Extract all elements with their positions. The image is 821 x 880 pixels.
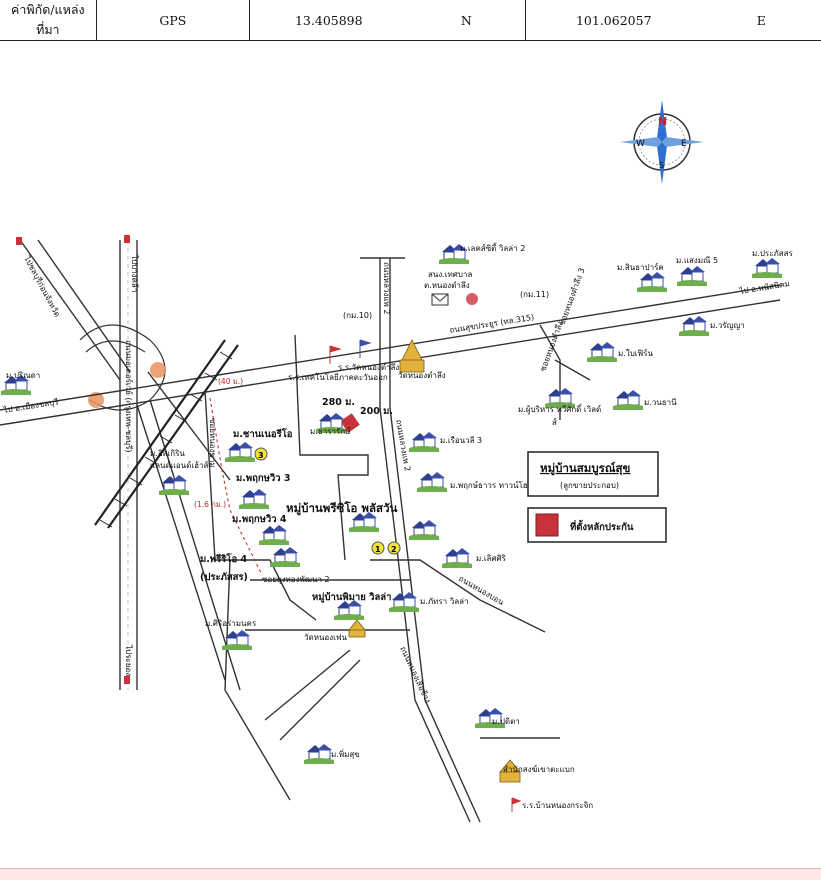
compass-rose-icon: N S E W xyxy=(620,100,704,184)
footer-band xyxy=(0,868,821,880)
label-phuphat-villa: หมู่บ้านพิมาย วิลล่า xyxy=(312,591,391,604)
label-wat-fai: วัดหนองเฟน xyxy=(304,633,348,642)
legend-subtitle: (ลูกขายประกอบ) xyxy=(560,481,619,491)
label-office2: ต.หนองตำลึง xyxy=(424,281,470,290)
arrow-south-icon xyxy=(124,676,130,684)
label-motorway-road: ถนนมอเตอร์เวย์ (กรุงเทพ-ชลบุรี) xyxy=(124,340,134,453)
interchange-node-icon xyxy=(150,362,166,378)
label-prasatsorn: (ประภัสสร) xyxy=(200,571,248,583)
label-prio4: ม.พรีริโอ 4 xyxy=(200,553,247,565)
label-wanthani: ม.วนธานี xyxy=(644,398,677,407)
label-wat-nong: วัดหนองตำลึง xyxy=(398,371,446,380)
compass-south: S xyxy=(659,161,664,170)
label-varin3: ม.เรือนวลี 3 xyxy=(440,436,482,445)
label-distance-1-6km: (1.6 กม.) xyxy=(194,500,226,509)
label-lake-villa: ม.เลคส์ซิตี้ วิลล่า 2 xyxy=(460,242,525,253)
location-map: N S E W ไปบางคล้า ไปชลบุรีก่อนจังหวัด ถน… xyxy=(0,26,821,868)
temple-icon xyxy=(349,620,365,637)
label-main-road: ถนนสุขประยูร (ทล.315) xyxy=(449,313,535,336)
compass-west: W xyxy=(636,139,645,149)
marker-number-1: 1 xyxy=(375,545,381,554)
marker-number-2: 2 xyxy=(391,545,397,554)
map-legend: หมู่บ้านสมบูรณ์สุข (ลูกขายประกอบ) ที่ตั้… xyxy=(528,452,666,542)
label-office-south: สำนักสงฆ์เขาตะแบก xyxy=(503,764,575,774)
label-main-village: หมู่บ้านพรีซิโอ พลัสวัน xyxy=(286,500,398,516)
label-isyakrin: ม.อิสเกิริน xyxy=(150,449,185,458)
label-road-south: ถนนหนองเสือช้าง xyxy=(398,645,432,705)
label-phumsuk: ม.พิ่มสุข xyxy=(331,748,360,759)
label-phakwiw3: ม.พฤกษวิว 3 xyxy=(236,473,291,484)
arrow-north-icon xyxy=(124,235,130,243)
compass-east: E xyxy=(681,139,687,149)
label-to-mueang-chonburi: ไป อ.เมืองชลบุรี xyxy=(2,397,60,415)
label-school-priest: ร.ร.เทคโนโลยีภาคตะวันออก xyxy=(288,372,388,382)
marker-number-3: 3 xyxy=(258,451,264,460)
arrow-northwest-icon xyxy=(16,237,22,245)
label-thanarak: ม.ธารารักษ์ xyxy=(310,426,351,436)
label-to-bangkla: ไปบางคล้า xyxy=(130,254,139,292)
label-to-rayong: ไประยอง xyxy=(124,644,133,676)
label-school-south: ร.ร.บ้านหนองกระจิก xyxy=(522,801,593,810)
label-bustham: ม.ผู้บริหาร ทวีศักดิ์ เวิลด์ xyxy=(518,403,601,415)
label-to-chonburi2: ไปชลบุรีก่อนจังหวัด xyxy=(22,254,62,319)
label-padarvilla: ม.ภัทรา วิลล่า xyxy=(420,597,468,606)
label-srirungpuang: ม.ศิริอร่ามนคร xyxy=(205,619,257,628)
label-road2: ถนนหลวงแพ 2 xyxy=(382,262,391,314)
label-land-house: แลนด์แอนด์เฮ้าส์ xyxy=(150,460,208,470)
label-baifern: ม.ใบเฟิร์น xyxy=(618,348,653,358)
label-seksiri: ม.เลิศศิริ xyxy=(476,554,507,563)
label-to-phanat: ไป อ.พนัสนิคม xyxy=(738,279,790,296)
label-phrukthavorn: ม.พฤกษ์ธาวร ทาวน์โฮม xyxy=(450,480,533,490)
school-flag-icon xyxy=(360,340,370,358)
legend-collateral-swatch xyxy=(536,514,558,536)
school-flag-icon xyxy=(512,798,520,812)
label-distance-200m: 200 ม. xyxy=(360,406,393,417)
label-prasatthon: ม.ประภัสสร xyxy=(752,249,794,258)
label-office: สนง.เทศบาล xyxy=(428,270,472,279)
label-school-wat: ร.ร.วัดหนองตำลึง xyxy=(338,363,399,372)
label-distance-280m: 280 ม. xyxy=(322,397,355,408)
legend-item-label: ที่ตั้งหลักประกัน xyxy=(570,519,634,533)
label-chanelorio: ม.ชานเนอรีโอ xyxy=(233,428,293,440)
label-soi-yung: ซอยยุงทองพัฒนา 2 xyxy=(262,575,330,584)
label-distance-40m: (40 ม.) xyxy=(218,377,243,386)
label-phakwiw4: ม.พฤกษวิว 4 xyxy=(232,514,287,525)
compass-north: N xyxy=(658,115,667,128)
label-soi-east: ซอยหนองตำลึง xyxy=(538,320,565,373)
label-porinda: ม.ปริณดา xyxy=(6,371,40,380)
label-padita: ม.ปดิตา xyxy=(492,717,520,726)
label-km10: (กม.10) xyxy=(343,311,372,320)
school-flag-icon xyxy=(330,346,340,364)
label-sinthaprak: ม.สินธาปาร์ค xyxy=(617,262,664,272)
legend-title: หมู่บ้านสมบูรณ์สุข xyxy=(540,461,631,476)
label-bustham2: ส์ xyxy=(552,417,557,427)
municipal-office-icon xyxy=(466,293,478,305)
label-wansunya: ม.วรัญญา xyxy=(710,321,745,330)
label-saengmani5: ม.แสงมณี 5 xyxy=(676,256,718,265)
label-km11: (กม.11) xyxy=(520,290,549,299)
label-soi-nongkham: ซอยหนองขาม xyxy=(208,418,217,468)
